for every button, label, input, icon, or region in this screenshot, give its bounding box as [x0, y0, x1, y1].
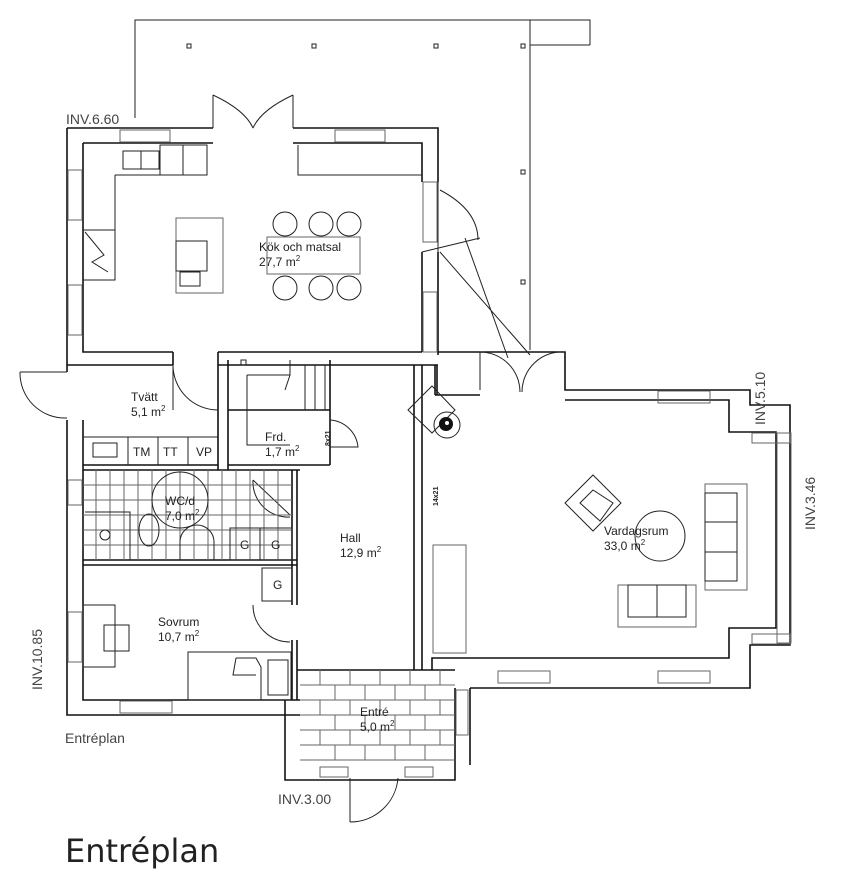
appliance-label: G	[240, 538, 249, 552]
room-area: 33,0 m2	[604, 538, 646, 553]
doors	[19, 94, 566, 823]
room-area: 12,9 m2	[340, 545, 382, 560]
windows	[67, 129, 792, 778]
living-furniture	[564, 474, 748, 628]
room-name: Hall	[340, 531, 361, 545]
level-label: INV.5.10	[752, 372, 768, 425]
page-title: Entréplan	[65, 832, 219, 870]
room-name: Vardagsrum	[604, 524, 668, 538]
room-area: 5,1 m2	[131, 404, 166, 419]
appliance-label: TM	[133, 445, 150, 459]
room-area: 10,7 m2	[158, 629, 200, 644]
fireplace-icon	[433, 411, 461, 439]
room-area: 5,0 m2	[360, 719, 395, 734]
bedroom-furniture	[82, 604, 292, 701]
room-area: 7,0 m2	[165, 508, 200, 523]
plan-label: Entréplan	[65, 730, 125, 746]
appliance-label: G	[271, 538, 280, 552]
room-name: Entré	[360, 705, 389, 719]
terrace	[134, 19, 591, 350]
room-name: Kök och matsal	[259, 240, 341, 254]
appliance-label: TT	[163, 445, 178, 459]
level-label: INV.10.85	[29, 629, 45, 690]
laundry-row	[83, 436, 218, 465]
appliance-label: G	[273, 578, 282, 592]
room-name: WC/d	[165, 494, 195, 508]
room-name: Sovrum	[158, 615, 199, 629]
bathroom	[83, 470, 293, 602]
door-mark: 14x21	[433, 486, 440, 506]
level-label: INV.3.46	[802, 477, 818, 530]
room-name: Frd.	[265, 430, 286, 444]
room-area: 27,7 m2	[259, 254, 301, 269]
hall-bench	[432, 544, 467, 654]
stair	[240, 359, 326, 446]
room-area: 1,7 m2	[265, 444, 300, 459]
entry-floor	[300, 670, 455, 761]
kitchen-furniture	[83, 144, 422, 301]
level-label: INV.6.60	[66, 111, 119, 127]
room-name: Tvätt	[131, 390, 158, 404]
door-mark: 8x21	[325, 430, 332, 446]
level-label: INV.3.00	[278, 791, 331, 807]
appliance-label: VP	[196, 445, 212, 459]
